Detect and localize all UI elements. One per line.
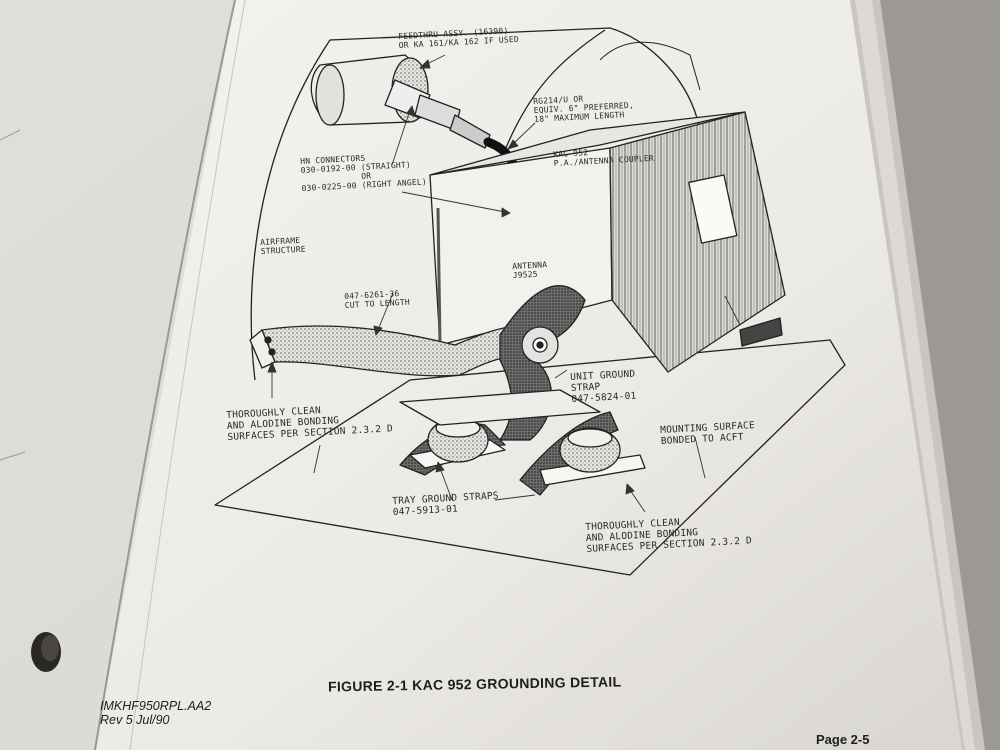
grounding-illustration — [214, 27, 846, 576]
unit-ground-strap-label: UNIT GROUND STRAP 047-5824-01 — [570, 368, 637, 405]
binder-hole — [31, 632, 61, 672]
binding-shadow — [0, 0, 235, 750]
page-number: Page 2-5 — [816, 732, 870, 747]
feedthru-assy — [310, 54, 491, 149]
cut-to-length-label: 047-6261-36 CUT TO LENGTH — [344, 289, 411, 310]
document-id: IMKHF950RPL.AA2 — [100, 699, 212, 713]
leader-lines — [267, 54, 741, 513]
kac952-unit — [429, 111, 786, 373]
antenna-label: ANTENNA J9525 — [512, 260, 548, 280]
revision-date: Rev 5 Jul/90 — [100, 713, 170, 727]
airframe-structure-label: AIRFRAME STRUCTURE — [260, 235, 307, 256]
shock-mounts — [399, 389, 621, 473]
rg214-cable-label: RG214/U OR EQUIV. 6" PREFERRED, 18" MAXI… — [533, 94, 635, 124]
hn-connectors-label: HN CONNECTORS 030-0192-00 (STRAIGHT) OR … — [300, 153, 428, 193]
page-stack — [840, 0, 1000, 750]
